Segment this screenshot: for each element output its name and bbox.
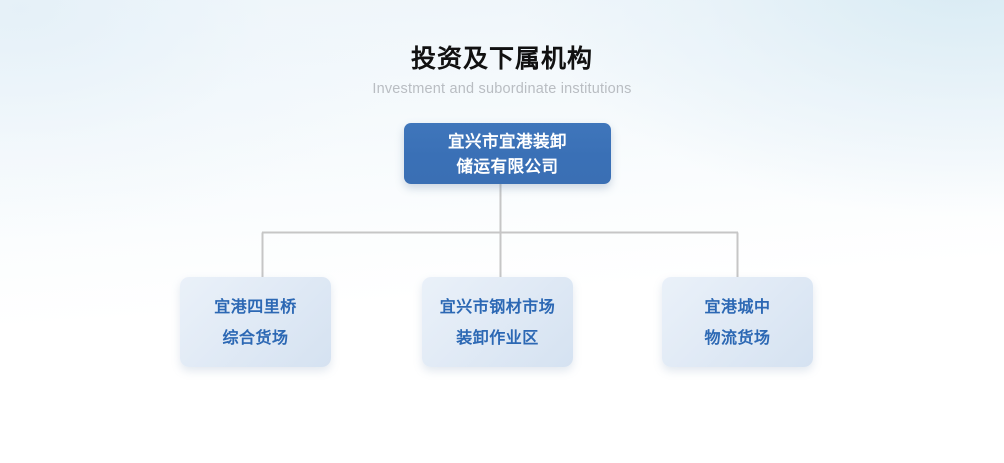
org-node-child-3-label: 宜港城中 物流货场 [704,297,771,347]
org-node-child-3[interactable]: 宜港城中 物流货场 [662,277,813,367]
org-node-child-1[interactable]: 宜港四里桥 综合货场 [180,277,331,367]
chart-heading: 投资及下属机构 Investment and subordinate insti… [0,44,1004,98]
page-subtitle: Investment and subordinate institutions [372,81,632,97]
org-node-child-2[interactable]: 宜兴市钢材市场 装卸作业区 [422,277,573,367]
org-node-root[interactable]: 宜兴市宜港装卸 储运有限公司 [404,123,611,184]
page-title: 投资及下属机构 [410,44,593,73]
org-node-root-label: 宜兴市宜港装卸 储运有限公司 [448,131,567,176]
org-node-child-2-label: 宜兴市钢材市场 装卸作业区 [439,297,556,347]
org-node-child-1-label: 宜港四里桥 综合货场 [214,297,297,347]
